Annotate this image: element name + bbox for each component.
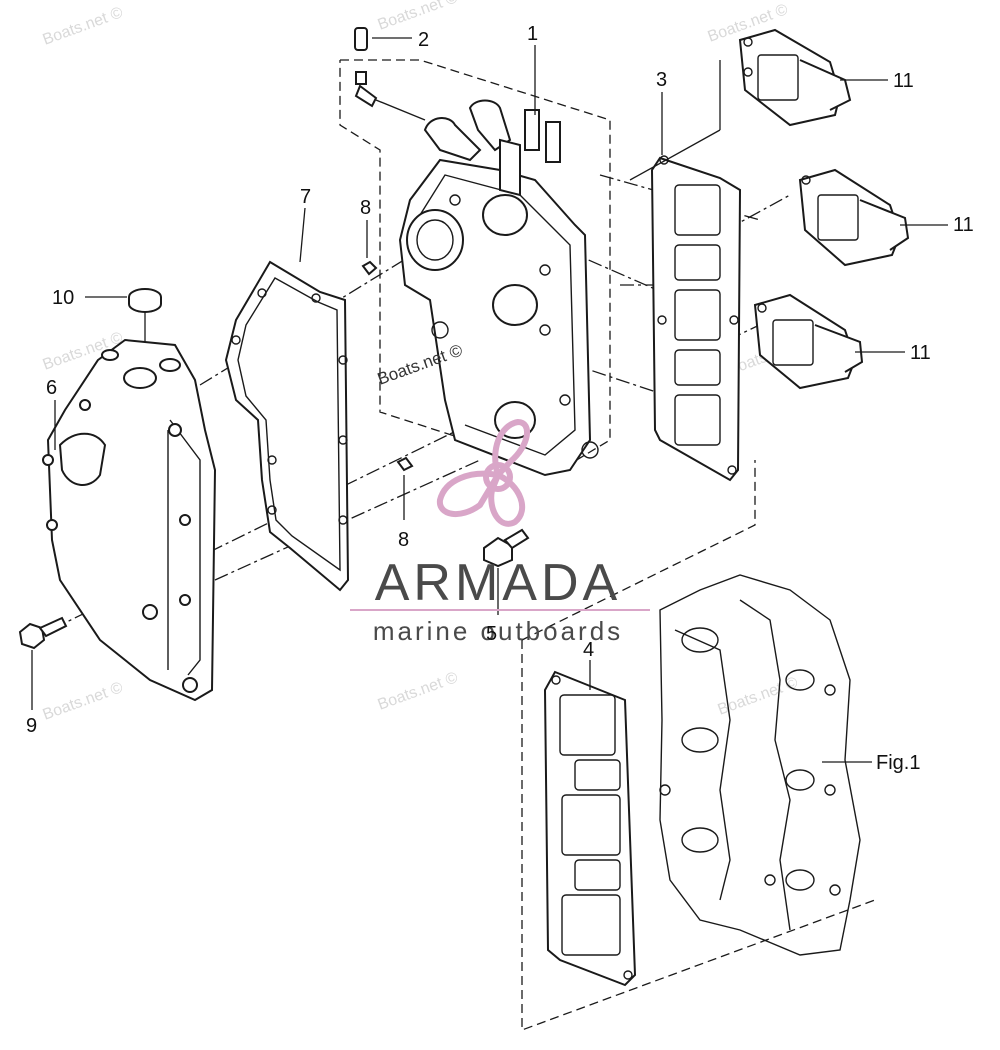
brand-name: ARMADA [375,554,621,612]
watermark: Boats.net © [376,669,461,714]
callout-11-bottom: 11 [910,342,931,364]
callout-8-lower: 8 [398,529,409,551]
part-11-reed-valve-middle [798,168,948,267]
part-2-fitting [354,27,426,121]
callout-6: 6 [46,377,57,399]
leader-lines [54,45,721,450]
callout-11-middle: 11 [953,214,974,236]
brand-tagline: marine outboards [373,616,623,646]
callout-5: 5 [486,623,497,645]
callout-7: 7 [300,186,311,208]
callout-3: 3 [656,69,667,91]
part-5-bolt [483,528,530,615]
assembly-outline-1 [339,59,611,471]
part-7-gasket [224,260,350,592]
callout-9: 9 [26,715,37,737]
part-11-reed-valve-bottom [753,293,905,390]
callout-8-upper: 8 [360,197,371,219]
part-4-gasket [543,660,637,987]
fig1-outline [521,460,876,1031]
part-6-cover [42,338,217,702]
callout-labels: 1 2 3 4 5 6 7 8 8 9 10 11 11 11 Fig.1 [26,23,974,774]
propeller-icon [437,418,530,527]
callout-fig1: Fig.1 [876,752,920,774]
armada-logo: ARMADA marine outboards [350,418,650,646]
callout-1: 1 [527,23,538,45]
callout-11-top: 11 [893,70,914,92]
part-1-manifold [398,99,599,477]
watermark: Boats.net © [41,4,126,49]
watermark: Boats.net © [41,679,126,724]
part-9-bolt [18,616,68,710]
part-11-reed-valve-top [738,28,888,127]
part-8-dowel-upper [361,220,378,276]
part-3-gasket [650,155,742,482]
callout-10: 10 [52,287,74,309]
part-8-dowel-lower [396,456,414,520]
fig1-engine-block [659,574,872,956]
callout-2: 2 [418,29,429,51]
callout-4: 4 [583,639,594,661]
